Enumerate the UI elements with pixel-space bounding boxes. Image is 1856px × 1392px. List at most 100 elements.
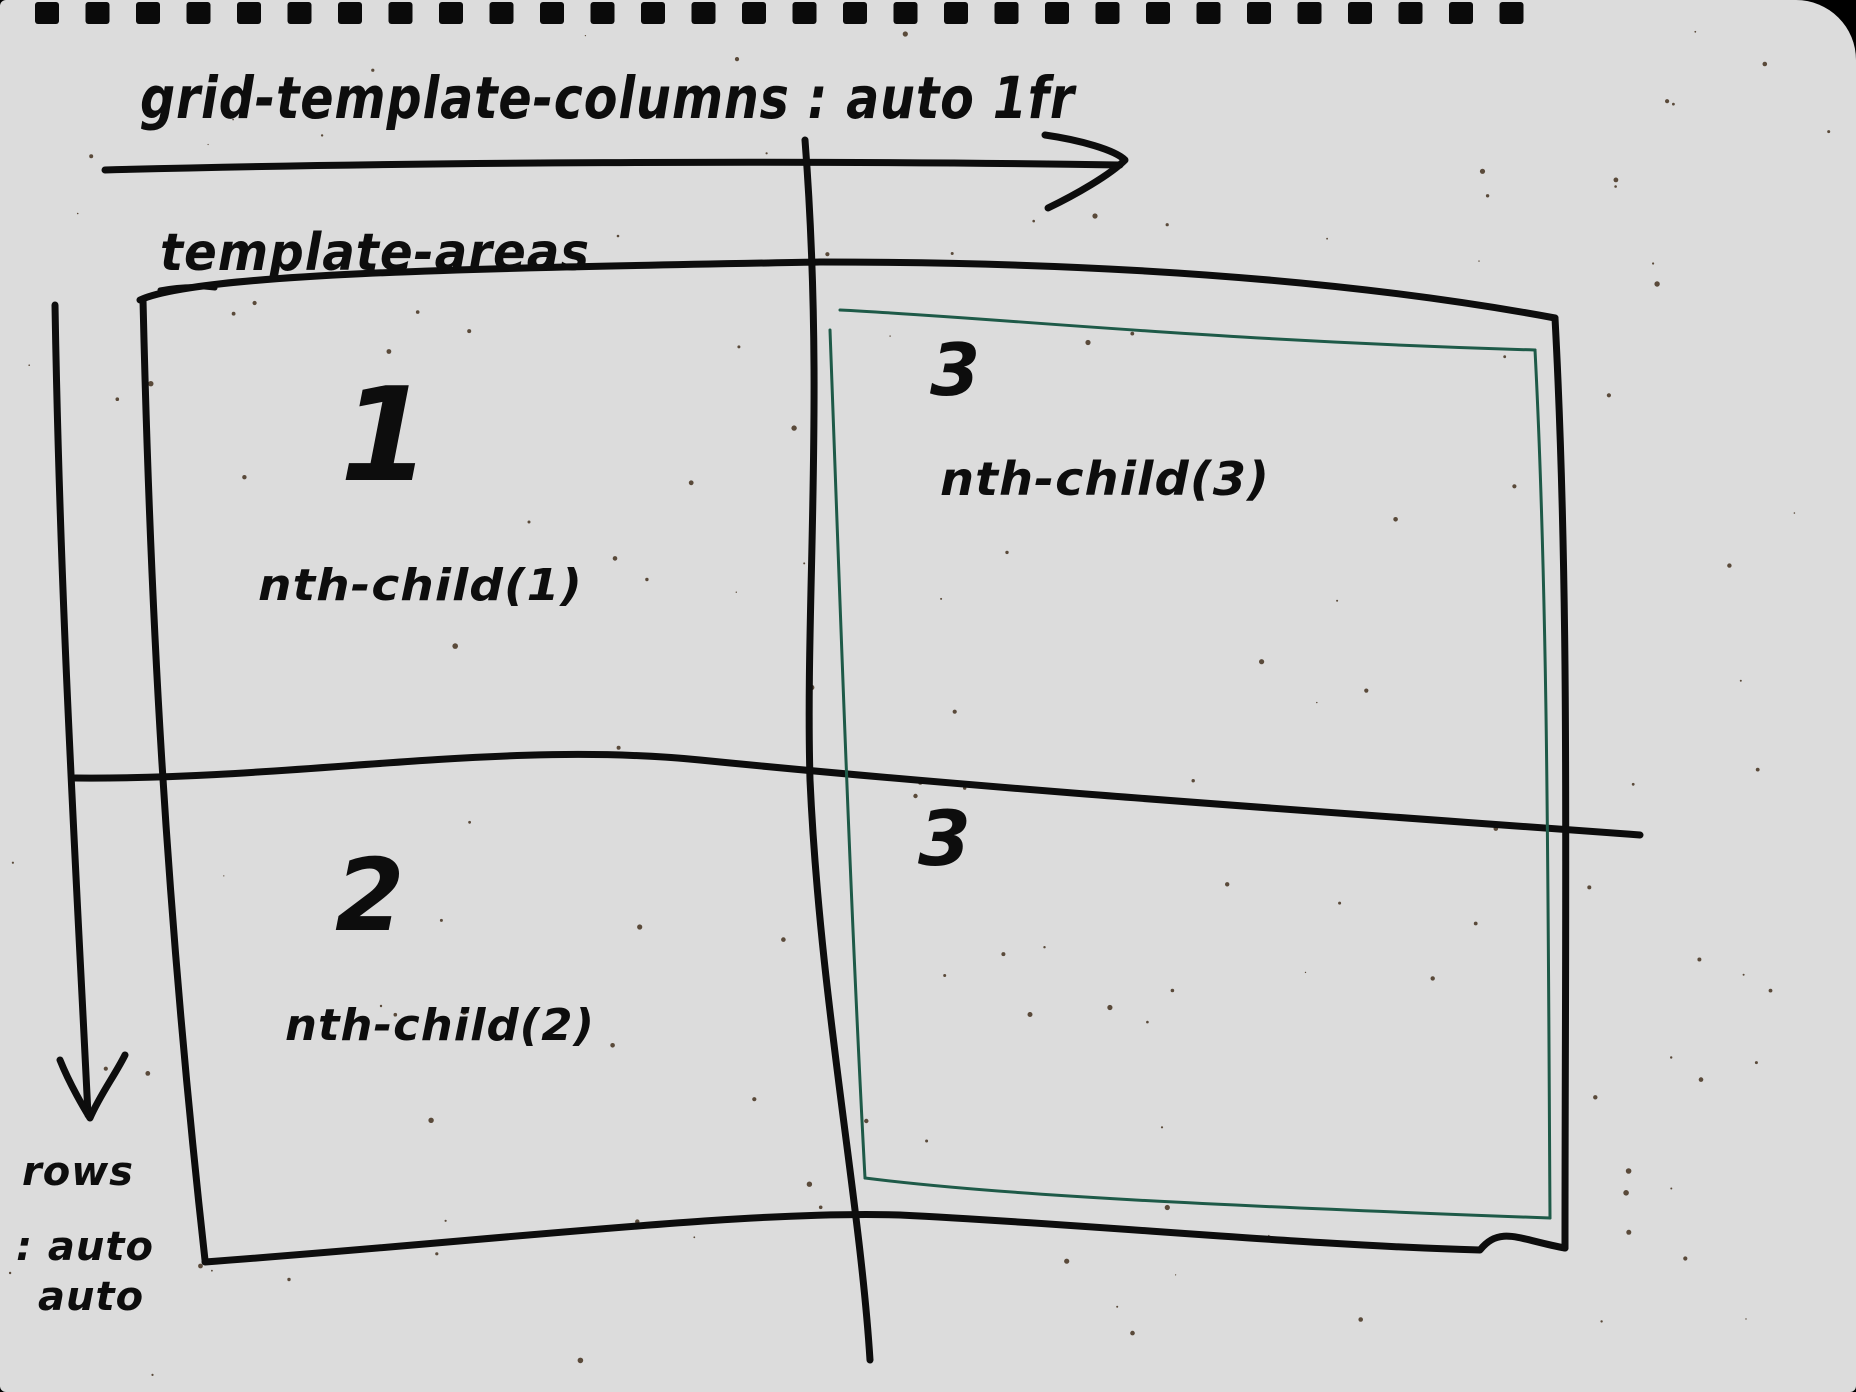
paper-speck — [198, 1263, 203, 1269]
paper-speck — [1654, 281, 1660, 287]
paper-speck — [1085, 339, 1091, 346]
paper-speck — [1225, 882, 1230, 887]
paper-speck — [806, 1181, 813, 1187]
paper-speck — [1146, 1020, 1149, 1024]
paper-speck — [211, 1269, 213, 1272]
paper-speck — [1043, 946, 1046, 949]
paper-speck — [1727, 563, 1732, 568]
binding-hole — [994, 2, 1019, 24]
paper-speck — [1754, 1061, 1758, 1065]
binding-hole — [1348, 2, 1372, 24]
paper-speck — [688, 480, 694, 486]
binding-hole — [1398, 2, 1423, 24]
paper-speck — [1768, 988, 1773, 993]
paper-speck — [231, 311, 236, 316]
binding-hole — [1297, 2, 1322, 24]
paper-speck — [818, 1205, 823, 1210]
paper-speck — [444, 1219, 447, 1222]
binding-hole — [237, 2, 261, 24]
binding-hole — [1499, 2, 1524, 24]
paper-speck — [752, 1097, 757, 1102]
paper-speck — [616, 234, 620, 238]
paper-speck — [616, 745, 621, 750]
paper-speck — [1479, 168, 1486, 174]
paper-speck — [1697, 957, 1702, 962]
binding-hole — [388, 2, 413, 24]
paper-speck — [11, 861, 14, 864]
paper-speck — [1165, 223, 1169, 227]
paper-speck — [1107, 1004, 1113, 1011]
cell-2-selector: nth-child(2) — [285, 1000, 595, 1051]
binding-hole — [641, 2, 665, 24]
cell-1-number: 1 — [340, 359, 431, 511]
paper-speck — [151, 1373, 154, 1376]
binding-hole — [1449, 2, 1473, 24]
paper-speck — [735, 591, 737, 593]
binding-hole — [691, 2, 716, 24]
paper-speck — [1032, 219, 1035, 223]
paper-speck — [781, 937, 786, 942]
paper-speck — [943, 974, 947, 977]
binding-hole — [338, 2, 362, 24]
binding-hole — [893, 2, 918, 24]
paper-speck — [8, 1271, 12, 1275]
paper-speck — [148, 381, 154, 387]
paper-speck — [577, 1357, 584, 1364]
paper-speck — [1626, 1229, 1632, 1235]
paper-speck — [386, 349, 392, 354]
binding-hole — [1146, 2, 1170, 24]
paper-speck — [28, 364, 31, 367]
paper-speck — [1587, 885, 1592, 890]
paper-speck — [1364, 688, 1369, 693]
paper-speck — [889, 335, 891, 337]
paper-speck — [89, 154, 94, 159]
columns-arrow — [101, 131, 1129, 212]
paper-speck — [439, 918, 443, 922]
paper-speck — [1160, 1126, 1164, 1129]
cell-2-number: 2 — [335, 837, 406, 954]
binding-hole — [590, 2, 615, 24]
binding-hole — [85, 2, 110, 24]
paper-speck — [1304, 971, 1307, 974]
binding-hole — [1045, 2, 1069, 24]
binding-hole — [792, 2, 817, 24]
paper-speck — [252, 300, 257, 306]
paper-speck — [737, 345, 741, 349]
paper-speck — [1672, 102, 1675, 106]
paper-speck — [379, 1004, 383, 1008]
areas-label: template-areas — [160, 223, 590, 283]
binding-hole — [944, 2, 968, 24]
paper-speck — [1625, 1168, 1632, 1174]
paper-speck — [645, 577, 649, 582]
area-3-highlight — [828, 308, 1552, 1220]
paper-speck — [693, 1236, 696, 1239]
paper-speck — [1613, 177, 1619, 183]
paper-speck — [145, 1071, 151, 1076]
paper-speck — [1175, 1274, 1177, 1276]
paper-speck — [1116, 1305, 1119, 1308]
paper-speck — [1503, 355, 1507, 359]
paper-speck — [913, 793, 918, 799]
paper-speck — [612, 556, 618, 561]
paper-speck — [584, 35, 587, 37]
paper-speck — [1652, 262, 1655, 265]
paper-speck — [393, 1012, 398, 1017]
paper-speck — [415, 310, 420, 314]
row-divider — [71, 750, 1644, 839]
paper-speck — [374, 900, 377, 902]
paper-speck — [320, 134, 324, 137]
paper-speck — [1170, 988, 1175, 993]
binding-hole — [540, 2, 564, 24]
paper-speck — [825, 252, 830, 257]
paper-speck — [1064, 1258, 1070, 1264]
paper-speck — [115, 397, 120, 402]
column-divider — [801, 136, 874, 1364]
paper-speck — [1600, 1320, 1603, 1323]
binding-hole — [1247, 2, 1271, 24]
paper-speck — [287, 1277, 291, 1282]
rows-label-line1: rows — [22, 1149, 134, 1195]
paper-speck — [637, 924, 643, 930]
binding-hole — [439, 2, 463, 24]
paper-speck — [452, 643, 459, 649]
